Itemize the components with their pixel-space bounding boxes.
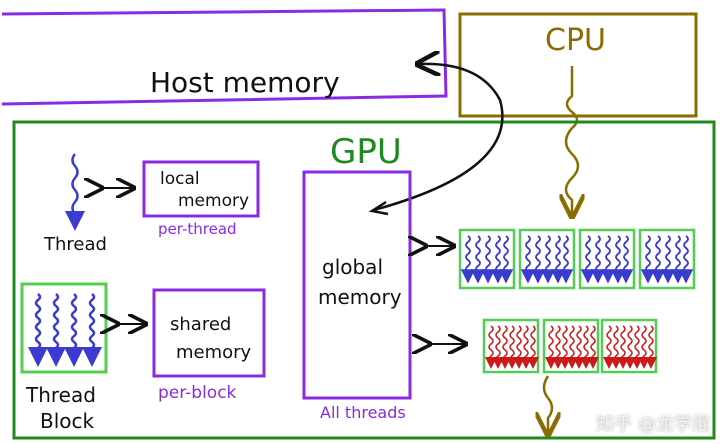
gpu-box: [12, 120, 716, 440]
thread-arrow: [580, 235, 596, 284]
thread-arrow: [506, 325, 518, 369]
local-memory-box: [142, 160, 260, 218]
blue-thread-block: [638, 228, 696, 290]
thread-arrow: [610, 325, 622, 369]
thread-arrow: [624, 325, 636, 369]
thread-arrow: [638, 325, 650, 369]
thread-arrow: [490, 235, 506, 284]
watermark: 知乎 @龙学焜: [596, 414, 710, 435]
thread-arrow: [573, 325, 585, 369]
local-memory-label-1: local: [160, 169, 200, 189]
shared-memory-label-2: memory: [176, 342, 252, 363]
shared-memory-label-1: shared: [170, 314, 231, 335]
thread-arrow: [617, 325, 629, 369]
thread-arrow: [530, 235, 546, 284]
blue-thread-block: [578, 228, 636, 290]
cpu-label: CPU: [545, 23, 606, 58]
thread-arrow: [513, 325, 525, 369]
thread-arrow: [678, 235, 694, 284]
thread-arrow: [499, 325, 511, 369]
thread-arrow: [600, 235, 616, 284]
thread-arrow: [492, 325, 504, 369]
thread-arrow: [631, 325, 643, 369]
thread-arrow: [520, 235, 536, 284]
red-thread-block: [482, 318, 540, 374]
thread-arrow: [480, 235, 496, 284]
host-memory-label: Host memory: [150, 66, 340, 99]
thread-arrow: [559, 325, 571, 369]
global-host-curve-arrow: [373, 64, 504, 212]
thread-label: Thread: [43, 234, 107, 255]
thread-arrow: [485, 325, 497, 369]
thread-block-arrows: [28, 293, 102, 367]
per-block-label: per-block: [158, 383, 237, 403]
thread-arrow: [645, 325, 657, 369]
global-host-curve-arrowhead: [368, 200, 389, 216]
blue-thread-blocks: [458, 228, 696, 290]
thread-arrow: [470, 235, 486, 284]
host-memory-box: [1, 8, 448, 106]
thread-arrow: [498, 235, 514, 284]
blue-thread-block: [518, 228, 576, 290]
blue-thread-block: [458, 228, 516, 290]
thread-arrow: [610, 235, 626, 284]
global-memory-box: [302, 170, 412, 400]
red-thread-block: [542, 318, 600, 374]
thread-arrow: [618, 235, 634, 284]
thread-arrow: [550, 235, 566, 284]
red-thread-block: [600, 318, 658, 374]
thread-arrow: [558, 235, 574, 284]
thread-block-label-2: Block: [40, 409, 95, 433]
per-thread-label: per-thread: [158, 220, 237, 238]
local-memory-label-2: memory: [178, 191, 249, 211]
cpu-squiggle-upper: [565, 66, 579, 129]
thread-arrow: [545, 325, 557, 369]
gpu-label: GPU: [330, 132, 402, 172]
global-memory-label-1: global: [322, 255, 383, 279]
thread-arrow: [660, 235, 676, 284]
thread-arrow: [552, 325, 564, 369]
thread-arrow: [64, 293, 84, 367]
thread-arrow: [670, 235, 686, 284]
thread-arrow: [65, 153, 85, 231]
cpu-to-gpu-squiggle: [566, 127, 578, 214]
global-memory-label-2: memory: [318, 285, 402, 309]
gpu-bottom-squiggle: [544, 375, 552, 432]
thread-arrow: [46, 293, 66, 367]
all-threads-label: All threads: [320, 403, 406, 422]
thread-arrow: [590, 235, 606, 284]
thread-arrow: [603, 325, 615, 369]
thread-arrow: [28, 293, 48, 367]
thread-arrow: [587, 325, 599, 369]
red-thread-blocks: [482, 318, 658, 374]
thread-arrow: [566, 325, 578, 369]
thread-arrow: [460, 235, 476, 284]
thread-arrow: [520, 325, 532, 369]
shared-memory-box: [152, 288, 266, 378]
thread-arrow: [82, 293, 102, 367]
thread-arrow: [650, 235, 666, 284]
thread-arrow: [640, 235, 656, 284]
thread-arrow: [527, 325, 539, 369]
thread-block-label-1: Thread: [25, 383, 96, 407]
cpu-box: [458, 12, 698, 118]
thread-arrow: [540, 235, 556, 284]
thread-arrow: [580, 325, 592, 369]
